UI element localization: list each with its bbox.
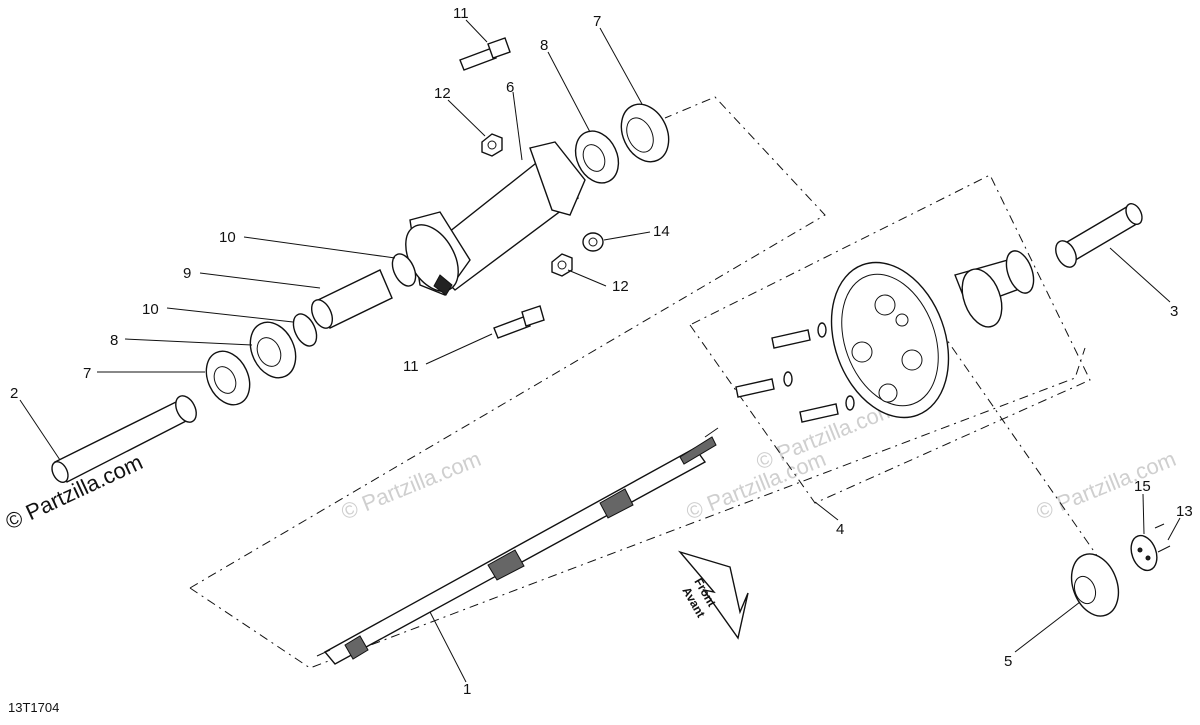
ring-part-10-upper bbox=[391, 253, 417, 287]
leader-8-lower bbox=[124, 338, 253, 346]
leader-15 bbox=[1142, 493, 1145, 535]
callout-13: 13 bbox=[1176, 503, 1193, 520]
callout-1: 1 bbox=[463, 681, 471, 698]
callout-9: 9 bbox=[183, 265, 191, 282]
leader-4 bbox=[814, 501, 839, 521]
sleeve-part-9 bbox=[310, 269, 393, 329]
leader-13 bbox=[1167, 517, 1181, 541]
leader-12-upper bbox=[447, 99, 486, 137]
callout-8-upper: 8 bbox=[540, 37, 548, 54]
figure-code: 13T1704 bbox=[8, 700, 59, 715]
nut-part-12-upper bbox=[481, 133, 503, 157]
sprocket-bolts bbox=[735, 322, 855, 423]
bearing-part-8-lower bbox=[249, 321, 297, 379]
callout-8-lower: 8 bbox=[110, 332, 118, 349]
pin-part-3 bbox=[1055, 202, 1143, 268]
callout-5: 5 bbox=[1004, 653, 1012, 670]
leader-10-upper bbox=[243, 236, 396, 259]
housing-part-6 bbox=[405, 141, 586, 296]
callout-3: 3 bbox=[1170, 303, 1178, 320]
leader-lines bbox=[19, 19, 1181, 683]
bearing-part-8-upper bbox=[574, 130, 620, 184]
washer-part-14 bbox=[582, 232, 604, 252]
callout-2: 2 bbox=[10, 385, 18, 402]
callout-6: 6 bbox=[506, 79, 514, 96]
leader-2 bbox=[19, 399, 61, 461]
leader-8-upper bbox=[547, 51, 591, 133]
callout-10-upper: 10 bbox=[219, 229, 236, 246]
plate-part-15 bbox=[1130, 534, 1158, 572]
sprocket-part-4 bbox=[830, 250, 1035, 419]
callout-12-upper: 12 bbox=[434, 85, 451, 102]
leader-10-lower bbox=[166, 307, 294, 323]
bearing-part-7-lower bbox=[205, 350, 251, 406]
callout-labels: 1 2 3 4 5 6 7 7 8 8 9 10 10 11 11 12 12 … bbox=[10, 5, 1193, 698]
nut-part-12-lower bbox=[551, 253, 573, 277]
front-direction-arrow: Front Avant bbox=[677, 550, 749, 640]
pin-part-2 bbox=[51, 395, 197, 484]
leader-11-lower bbox=[425, 333, 493, 365]
driveshaft-part-1 bbox=[316, 427, 719, 665]
watermarks: © Partzilla.com © Partzilla.com © Partzi… bbox=[338, 396, 1180, 525]
watermark-text: © Partzilla.com bbox=[1033, 446, 1180, 525]
leader-6 bbox=[512, 91, 523, 161]
dash-line-small-sprocket bbox=[939, 329, 1101, 561]
bolt-part-11-upper bbox=[459, 37, 511, 71]
callout-10-lower: 10 bbox=[142, 301, 159, 318]
callout-14: 14 bbox=[653, 223, 670, 240]
leader-9 bbox=[199, 272, 321, 289]
screws-part-13 bbox=[1154, 523, 1171, 553]
leader-5 bbox=[1014, 601, 1081, 653]
leader-11-upper bbox=[465, 19, 488, 43]
callout-11-lower: 11 bbox=[403, 358, 419, 375]
assembly-dash-lines bbox=[189, 96, 1101, 669]
leader-7-upper bbox=[599, 27, 643, 105]
sprocket-part-5 bbox=[1070, 553, 1120, 617]
callout-4: 4 bbox=[836, 521, 844, 538]
dash-frame-sprocket bbox=[689, 174, 1091, 504]
dash-line-shaft bbox=[189, 347, 1086, 669]
leader-14 bbox=[603, 231, 651, 241]
callout-15: 15 bbox=[1134, 478, 1151, 495]
bolt-part-11-lower bbox=[493, 305, 545, 339]
callout-11-upper: 11 bbox=[453, 5, 469, 22]
bearing-part-7-upper bbox=[620, 103, 670, 163]
dash-line-upper bbox=[189, 96, 826, 589]
callout-7-lower: 7 bbox=[83, 365, 91, 382]
leader-1 bbox=[429, 611, 467, 683]
callout-12-lower: 12 bbox=[612, 278, 629, 295]
leader-3 bbox=[1109, 247, 1171, 303]
leader-12-lower bbox=[567, 269, 607, 287]
ring-part-10-lower bbox=[292, 313, 318, 347]
callout-7-upper: 7 bbox=[593, 13, 601, 30]
